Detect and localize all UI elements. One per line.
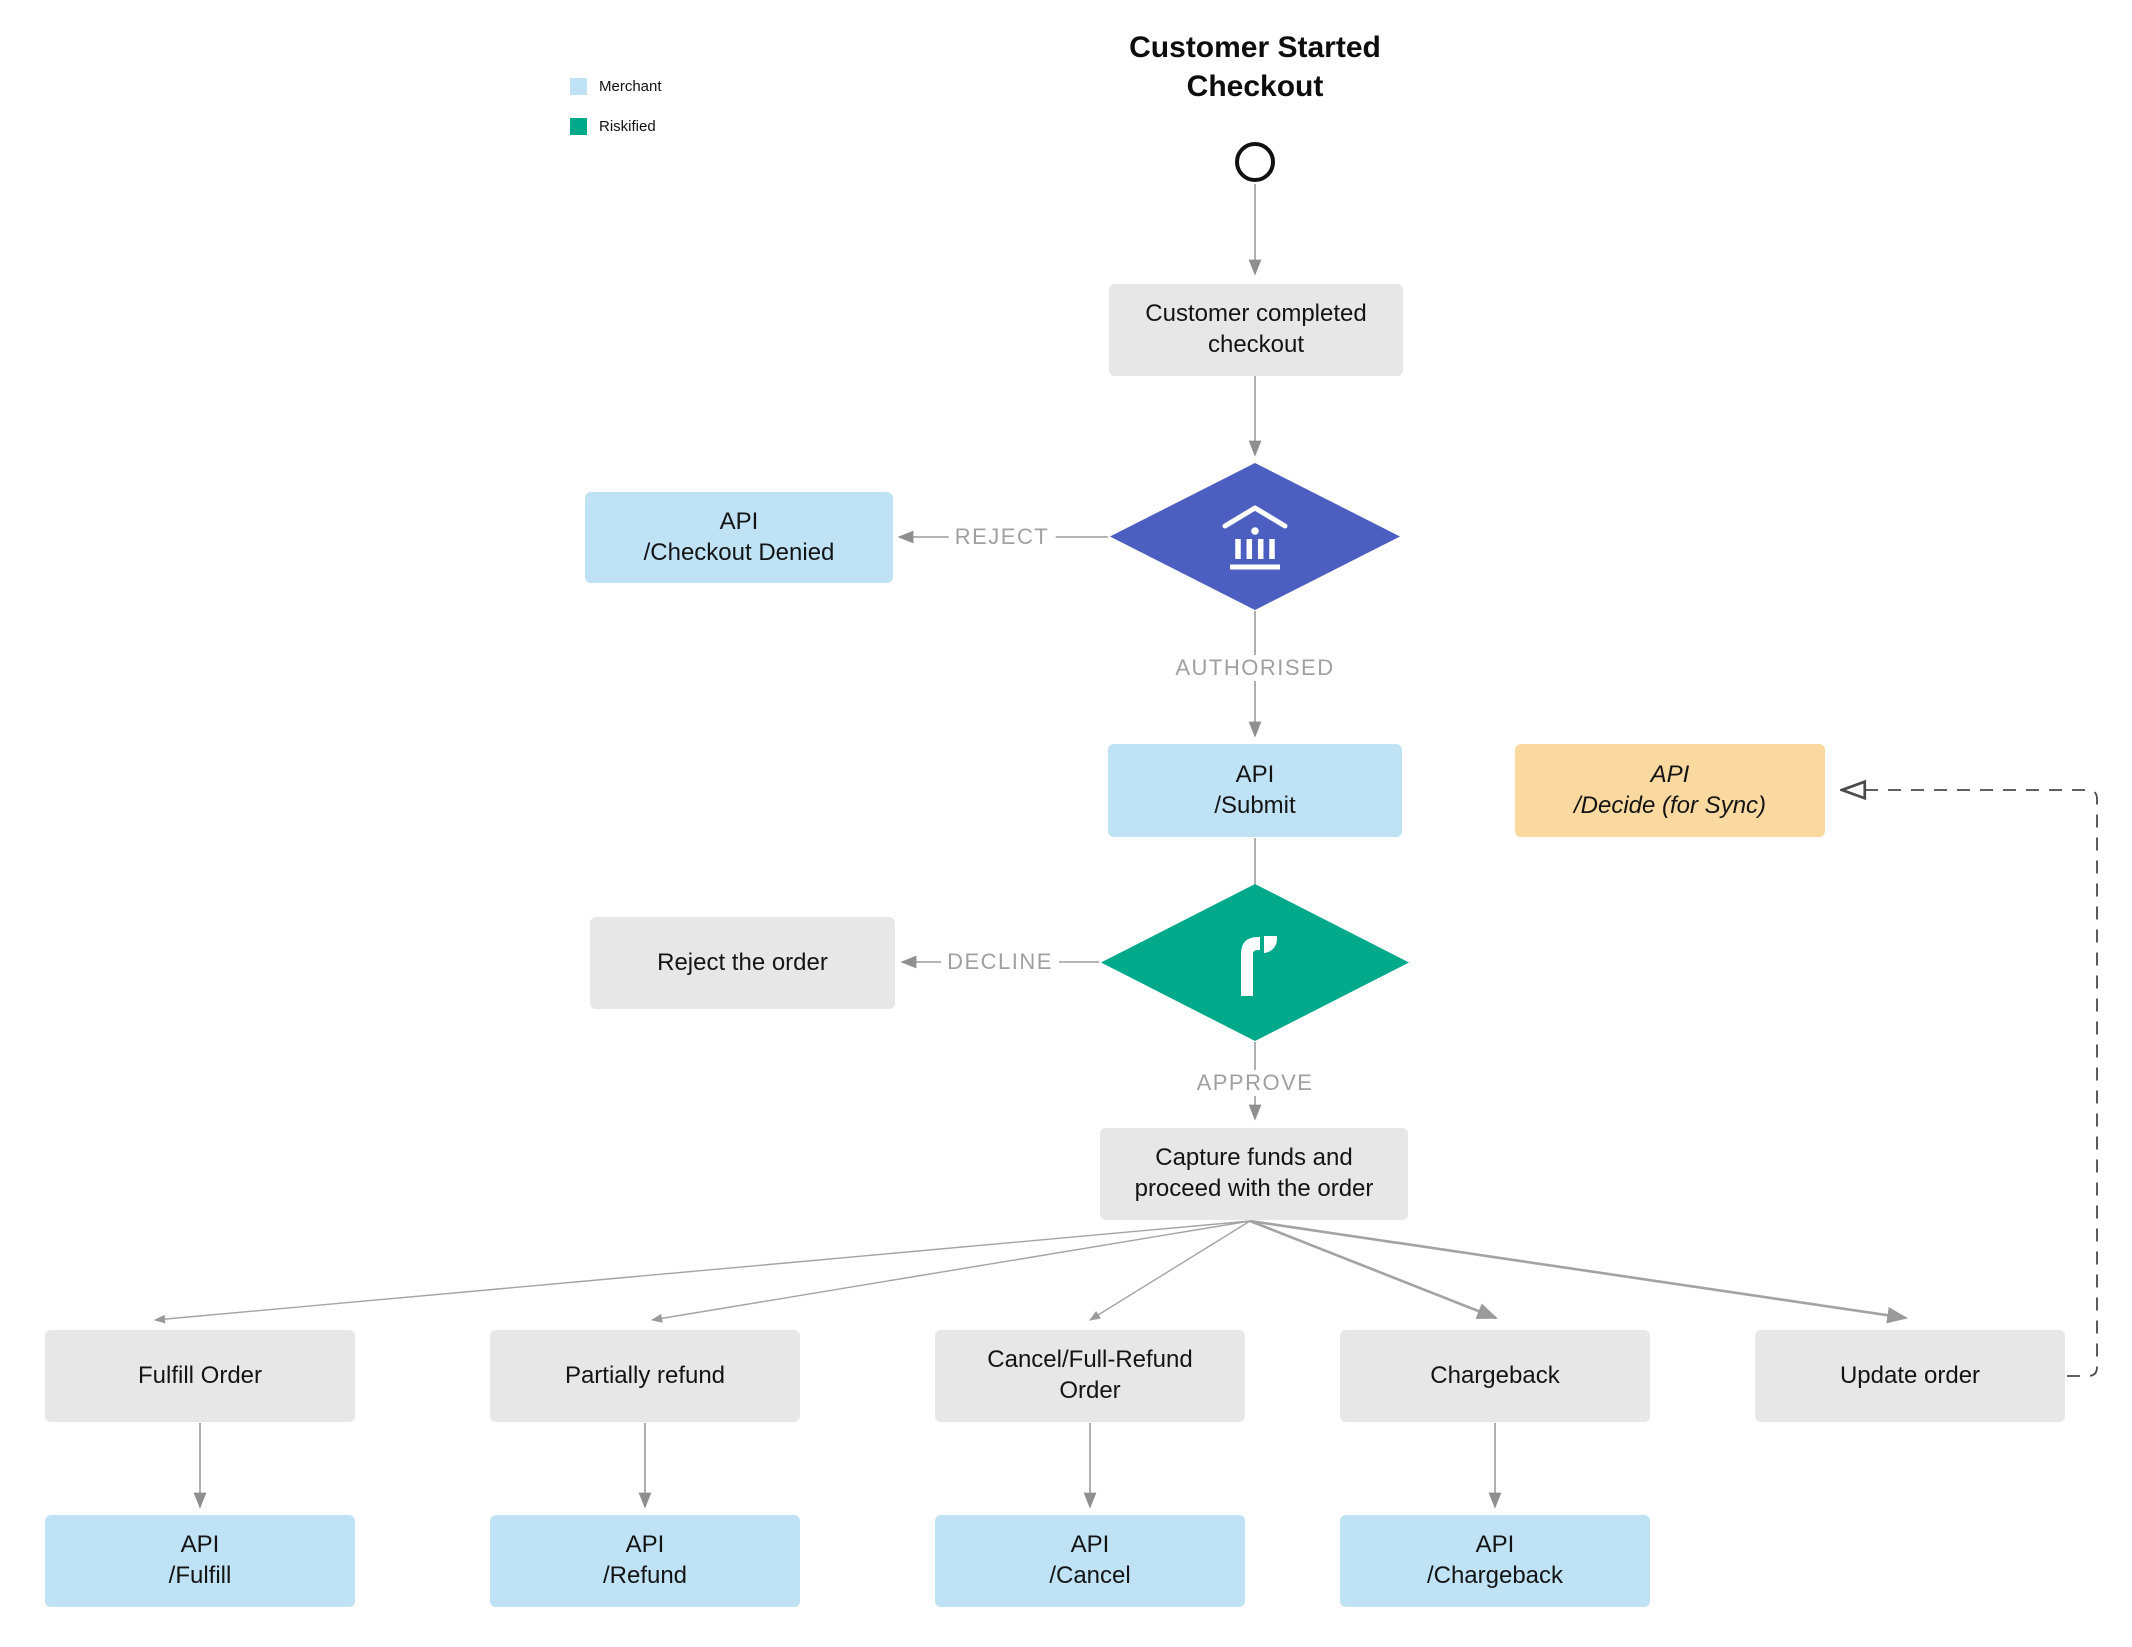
node-api-refund: API /Refund [490,1515,800,1607]
node-api-chargeback: API /Chargeback [1340,1515,1650,1607]
node-api-submit: API /Submit [1108,744,1402,837]
legend: Merchant Riskified [570,78,662,158]
legend-item-merchant: Merchant [570,78,662,95]
start-circle [1235,142,1275,182]
node-fulfill-order: Fulfill Order [45,1330,355,1422]
node-cancel-full-refund-order: Cancel/Full-Refund Order [935,1330,1245,1422]
node-api-cancel: API /Cancel [935,1515,1245,1607]
node-reject-the-order: Reject the order [590,917,895,1009]
riskified-logo-icon [1241,935,1277,996]
legend-item-riskified: Riskified [570,118,662,135]
node-riskified-diamond [1101,884,1409,1041]
merchant-color-swatch [570,78,587,95]
legend-label: Riskified [599,118,656,135]
riskified-color-swatch [570,118,587,135]
node-partially-refund: Partially refund [490,1330,800,1422]
edge-label-decline: DECLINE [941,949,1059,975]
legend-label: Merchant [599,78,662,95]
node-payment-gateway-diamond [1110,463,1400,610]
node-chargeback: Chargeback [1340,1330,1650,1422]
node-api-fulfill: API /Fulfill [45,1515,355,1607]
node-api-checkout-denied: API /Checkout Denied [585,492,893,583]
edge-label-authorised: AUTHORISED [1169,655,1341,681]
page-title: Customer Started Checkout [1129,31,1381,103]
edge-label-approve: APPROVE [1190,1070,1320,1096]
node-update-order: Update order [1755,1330,2065,1422]
bank-icon [1222,505,1288,569]
node-customer-completed-checkout: Customer completed checkout [1109,284,1403,376]
node-capture-funds: Capture funds and proceed with the order [1100,1128,1408,1220]
node-api-decide-sync: API /Decide (for Sync) [1515,744,1825,837]
edge-label-reject: REJECT [948,524,1056,550]
